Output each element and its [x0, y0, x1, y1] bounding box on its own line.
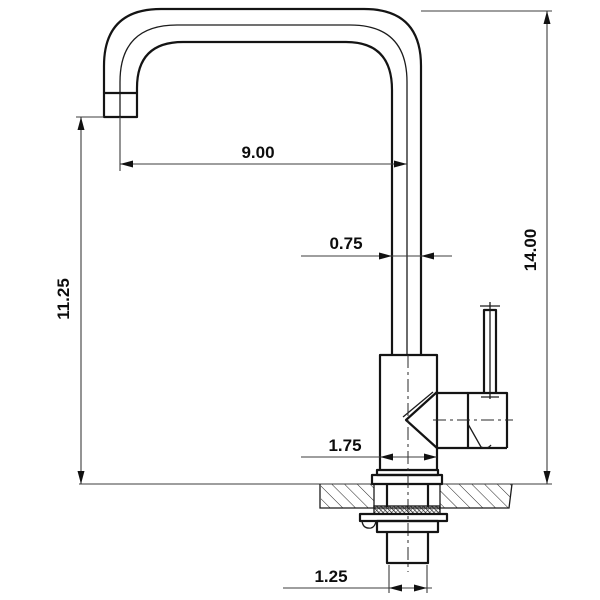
spout-inner-line — [135, 40, 394, 355]
dim-clearance-height: 11.25 — [54, 116, 104, 484]
dim-label-base-width: 1.75 — [328, 436, 361, 455]
mounting-hardware — [358, 484, 449, 565]
arrowhead-top — [543, 11, 551, 24]
faucet-spout — [102, 7, 423, 355]
dim-label-spout-reach: 9.00 — [241, 143, 274, 162]
arrowhead-right — [421, 252, 434, 260]
valve-chevron — [404, 391, 438, 449]
dim-label-overall-height: 14.00 — [521, 229, 540, 272]
countertop-section — [79, 483, 552, 509]
arrowhead-right — [394, 160, 407, 168]
dim-label-clearance-height: 11.25 — [54, 278, 73, 320]
arrowhead-left — [120, 160, 133, 168]
dim-base-width: 1.75 — [301, 436, 437, 461]
counter-hatch-left — [321, 484, 374, 508]
dim-label-shank-width: 1.25 — [314, 567, 347, 586]
spout-center-line — [119, 24, 408, 355]
lock-washer — [373, 505, 441, 515]
spout-outer-line — [102, 7, 423, 355]
arrowhead-left — [379, 252, 392, 260]
mounting-nut — [375, 519, 440, 534]
arrowhead-top — [77, 117, 85, 130]
washer-tab — [361, 520, 377, 529]
base-flange — [370, 473, 444, 486]
dim-spout-reach: 9.00 — [119, 117, 407, 171]
counter-hatch-right — [440, 484, 512, 508]
dim-label-tube-width: 0.75 — [329, 234, 362, 253]
arrowhead-bottom — [543, 471, 551, 484]
faucet-body — [370, 353, 444, 572]
arrowhead-left — [380, 453, 393, 461]
arrowhead-bottom — [77, 471, 85, 484]
arrowhead-left — [389, 584, 402, 592]
arrowhead-right — [414, 584, 427, 592]
dim-overall-height: 14.00 — [421, 10, 552, 484]
faucet-handle — [433, 302, 513, 450]
dim-tube-width: 0.75 — [301, 234, 452, 260]
arrowhead-right — [424, 453, 437, 461]
dim-shank-width: 1.25 — [283, 565, 432, 593]
handle-base-detail — [467, 423, 492, 449]
threaded-shank — [385, 532, 430, 565]
